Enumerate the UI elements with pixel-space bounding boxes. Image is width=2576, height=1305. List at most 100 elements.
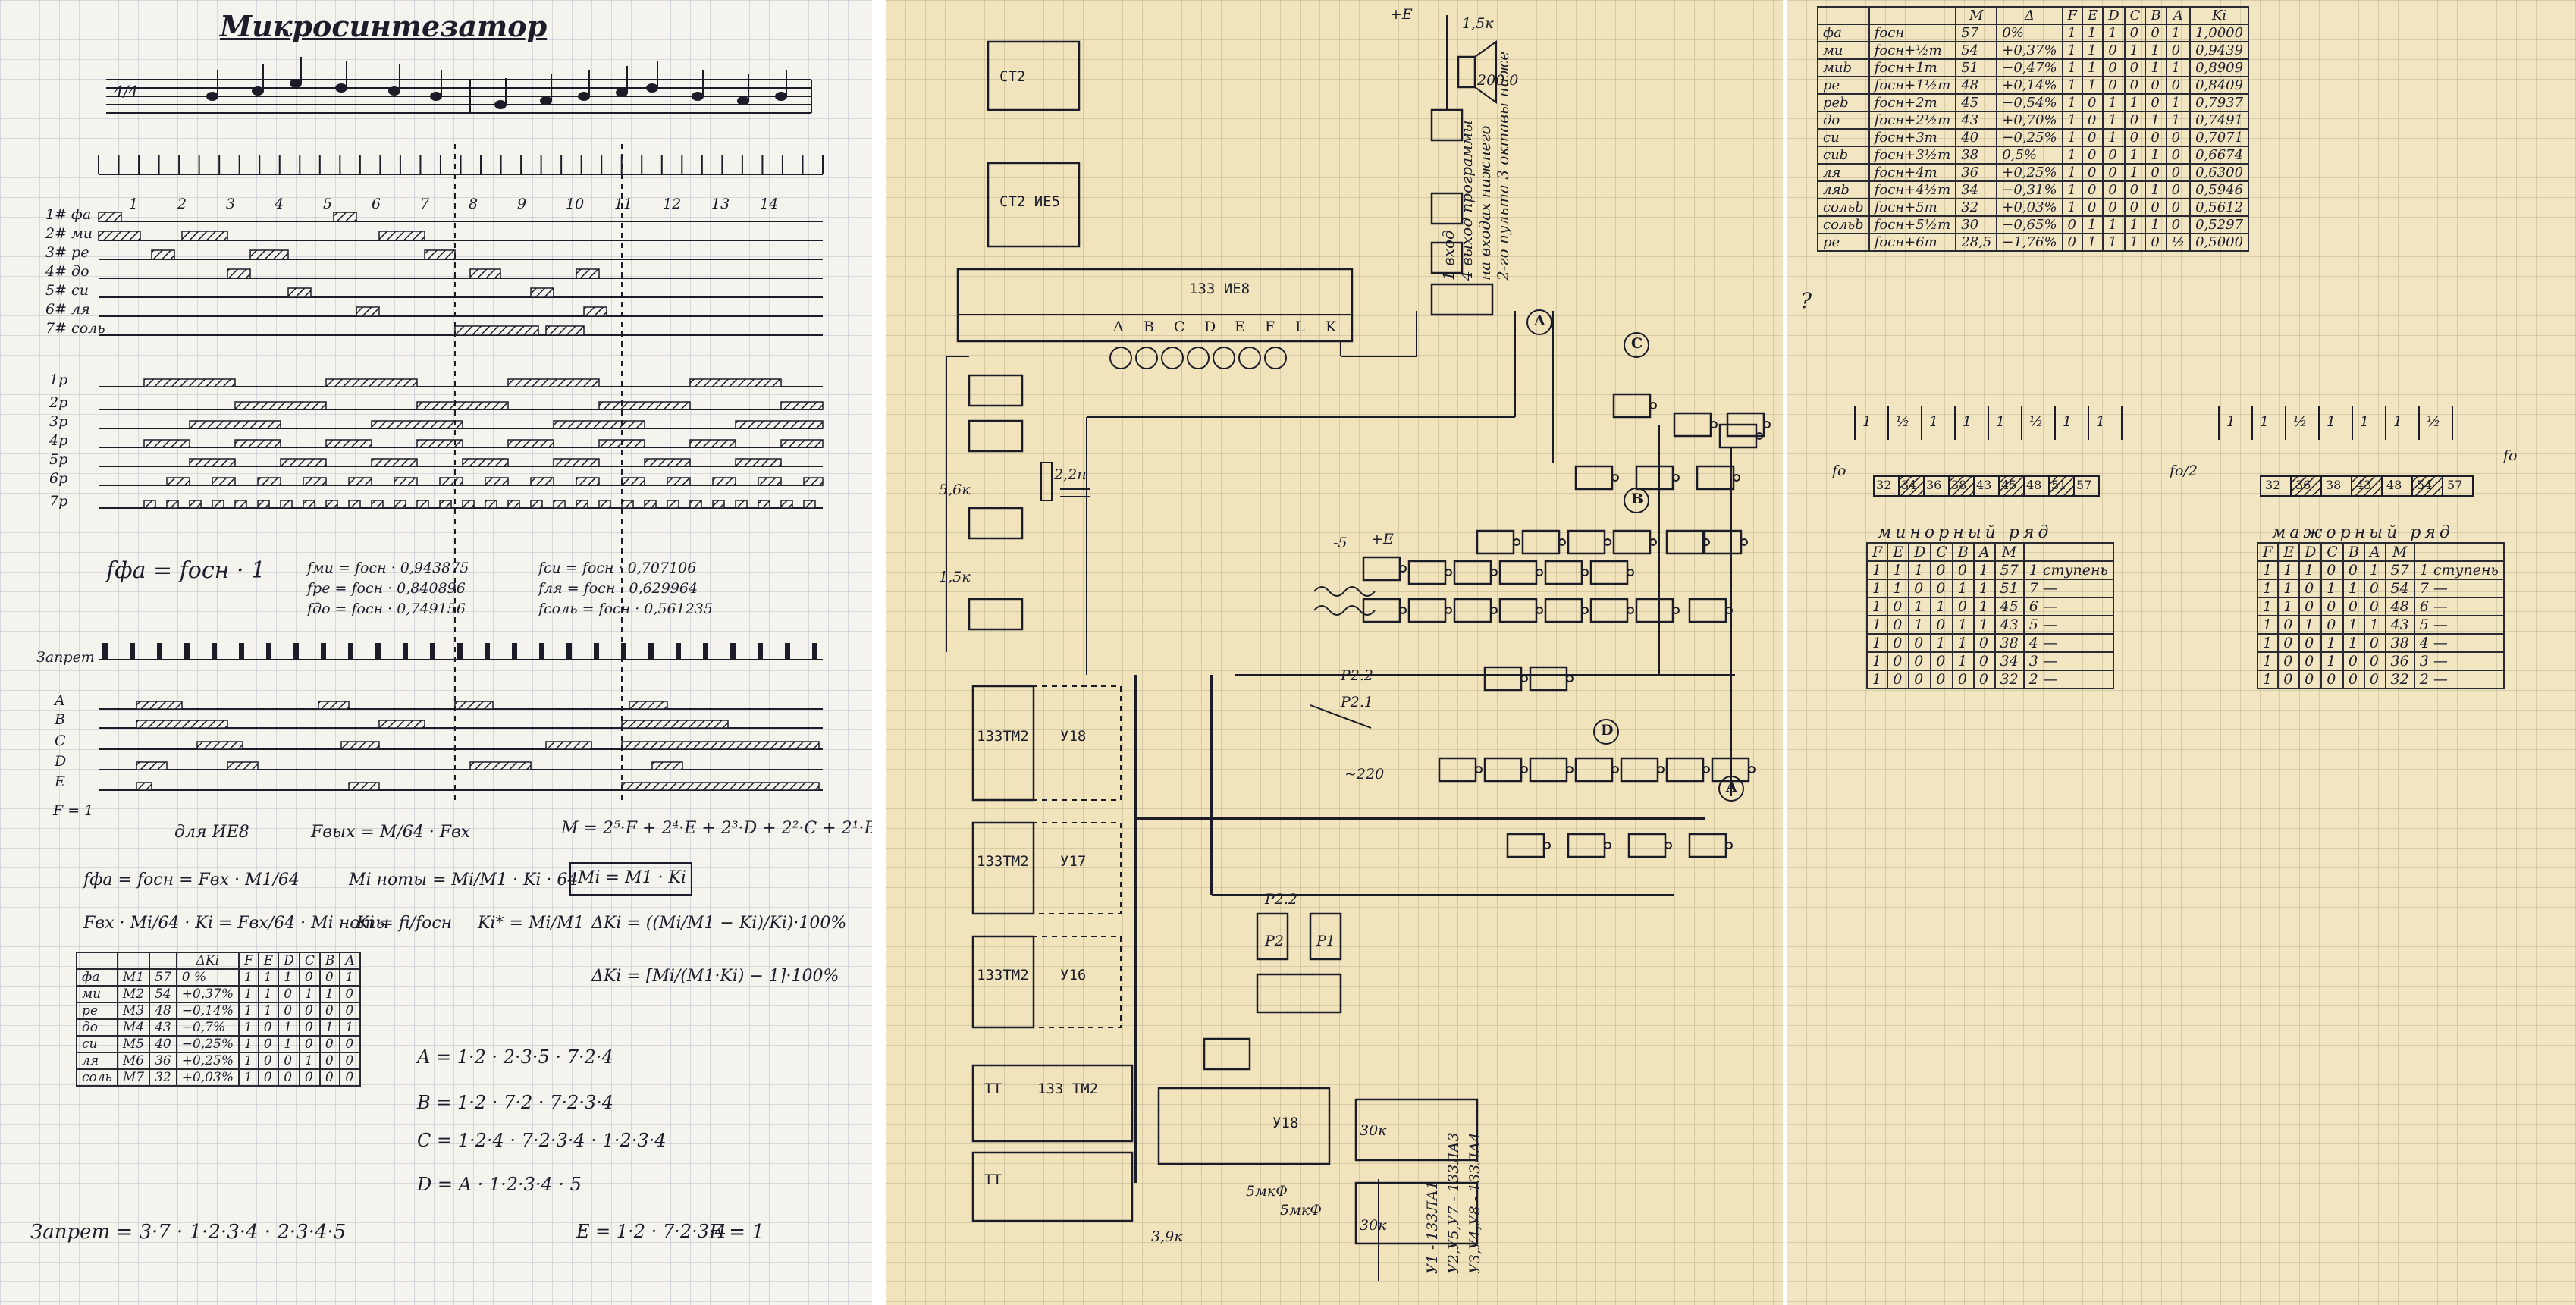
bar-value-left: 34 — [1901, 478, 1917, 492]
major-table-cell: 43 — [2384, 615, 2415, 635]
semitone-table-cell: 1 — [2061, 24, 2084, 42]
major-table-cell: 0 — [2298, 651, 2323, 671]
signal-row-label: D — [55, 753, 67, 770]
major-table-cell: 1 — [2256, 670, 2279, 689]
formula-fvx2: Fвх · Mi/64 · Ki = Fвх/64 · Mi ноты — [83, 914, 390, 933]
bar-value-left: 38 — [1951, 478, 1967, 492]
major-table-cell: 1 — [2342, 579, 2365, 598]
semitone-table-cell: 1 — [2123, 93, 2147, 112]
major-table-cell: 0 — [2363, 670, 2386, 689]
supply-label: +E — [1390, 6, 1413, 23]
bar-value-left: 57 — [2076, 478, 2092, 492]
phase-pulse — [644, 458, 691, 467]
scale-step-right: 1 — [2226, 413, 2236, 430]
coef-table-cell: ре — [76, 1002, 118, 1020]
logic-gate — [1544, 560, 1583, 585]
signal-pulse — [136, 701, 183, 710]
minor-table-cell: 38 — [1994, 633, 2025, 653]
phase-row-label: 4р — [49, 432, 68, 449]
coef-table-cell: −0,14% — [175, 1002, 240, 1020]
zapret-pulse — [676, 643, 681, 660]
semitone-table-cell: fосн+3½т — [1868, 146, 1957, 165]
timeline-axis — [98, 155, 824, 175]
zapret-pulse — [212, 643, 217, 660]
relay2-label: Р2 — [1265, 933, 1284, 949]
note-row-label: 6# ля — [45, 301, 90, 318]
semitone-table-cell: 0,7491 — [2189, 111, 2250, 130]
major-table-cell: 0 — [2320, 597, 2344, 616]
signal-pulse — [621, 782, 820, 791]
major-table-cell: 1 — [2277, 560, 2301, 580]
major-table-cell: 38 — [2384, 633, 2415, 653]
minor-table-cell: 1 — [1972, 579, 1996, 598]
semitone-table-cell: 1 — [2082, 215, 2104, 234]
gate-output-bubble — [1558, 538, 1566, 546]
chip-label-tm2-1: 133ТМ2 — [977, 728, 1029, 745]
phase-pulse — [485, 500, 497, 509]
major-table-header: F — [2256, 542, 2279, 562]
gate-output-bubble — [1513, 538, 1520, 546]
semitone-table-cell: −0,54% — [1996, 93, 2063, 112]
signal-row-pulses — [99, 701, 823, 791]
phase-pulse — [530, 477, 554, 486]
coef-table-cell: +0,37% — [175, 985, 240, 1003]
major-table-cell: 1 — [2320, 651, 2344, 671]
semitone-table-cell: 0 — [2061, 233, 2084, 252]
semitone-table-cell: fосн+2½т — [1868, 111, 1957, 130]
phase-pulse — [348, 500, 361, 509]
time-signature: 4/4 — [114, 82, 139, 100]
coef-table-header: D — [278, 952, 300, 970]
phase-row-label: 5р — [49, 451, 68, 468]
phase-row-label: 3р — [49, 413, 68, 430]
note-head — [290, 79, 302, 88]
logic-gate — [1567, 529, 1606, 555]
gate-output-bubble — [1581, 607, 1589, 614]
minor-table-header: D — [1908, 542, 1932, 562]
major-table-cell: 0 — [2342, 651, 2365, 671]
gate-output-bubble — [1740, 538, 1748, 546]
coef-table-cell: 1 — [339, 1018, 361, 1037]
coef-table-cell: +0,03% — [175, 1068, 240, 1087]
major-table-cell: 0 — [2363, 579, 2386, 598]
component-value-label: 30к — [1360, 1217, 1387, 1234]
major-table-cell: 48 — [2384, 597, 2415, 616]
formula-m-expression: M = 2⁵·F + 2⁴·E + 2³·D + 2²·C + 2¹·B + 2… — [561, 819, 872, 838]
note-row-pulses — [98, 212, 823, 336]
semitone-table-cell: 1 — [2102, 24, 2126, 42]
phase-pulse — [212, 500, 224, 509]
component-value-label: 2,2н — [1054, 466, 1087, 483]
semitone-table-cell: fосн+½т — [1868, 41, 1957, 60]
component-value-label: 1,5к — [939, 569, 971, 585]
ie8-pin-label: D — [1204, 318, 1216, 335]
minor-table-header: M — [1994, 542, 2025, 562]
major-table-cell: 1 — [2256, 651, 2279, 671]
gate-output-bubble — [1725, 842, 1733, 849]
gate-output-bubble — [1733, 474, 1740, 482]
gate-output-bubble — [1657, 766, 1665, 773]
coef-table-cell: 1 — [318, 1018, 341, 1037]
logic-gate — [1665, 529, 1705, 555]
gate-output-bubble — [1672, 607, 1680, 614]
scale-step-right: ½ — [2427, 413, 2441, 430]
signal-pulse — [651, 761, 683, 770]
logic-gate — [1627, 833, 1667, 858]
coef-table-cell: 0 — [339, 1052, 361, 1070]
note-pulse — [576, 268, 600, 279]
minor-table-cell: 0 — [1887, 651, 1910, 671]
scale-step-right: 1 — [2260, 413, 2270, 430]
minor-table-cell: 0 — [1908, 651, 1932, 671]
semitone-table-cell: 1 — [2145, 146, 2167, 165]
major-table-cell: 1 ступень — [2413, 560, 2505, 580]
coef-table-cell: M6 — [116, 1052, 151, 1070]
circled-node-label: A — [1534, 312, 1545, 329]
phase-pulse — [462, 500, 475, 509]
component-value-label: 3,9к — [1151, 1228, 1183, 1245]
gate-output-bubble — [1611, 766, 1619, 773]
logic-gate — [1498, 560, 1538, 585]
f-equals-one-label: F = 1 — [53, 802, 94, 819]
